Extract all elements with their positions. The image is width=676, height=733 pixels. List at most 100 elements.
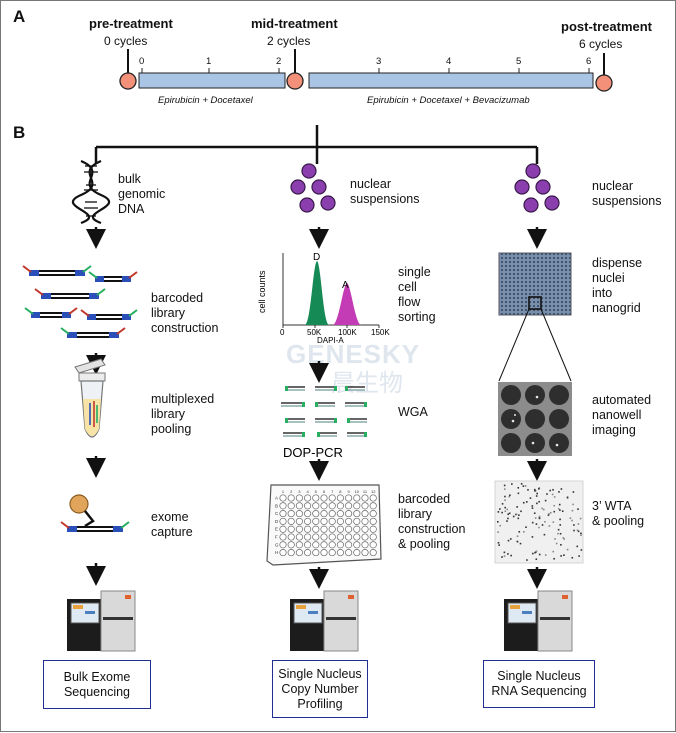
plate-well	[345, 510, 353, 518]
wta-dot	[516, 535, 519, 538]
wta-dot	[561, 510, 564, 513]
wta-dot	[553, 557, 555, 560]
plate-well	[304, 525, 312, 533]
col2-step-4: barcoded library construction & pooling	[398, 492, 466, 551]
wta-dot	[504, 506, 507, 509]
plate-well	[287, 494, 295, 502]
wta-dot	[509, 538, 512, 540]
peak-d	[305, 261, 329, 325]
plate-well	[287, 502, 295, 510]
plate-well	[336, 502, 344, 510]
plate-well	[312, 502, 320, 510]
regimen-2-bar	[308, 72, 594, 89]
wta-dot	[552, 488, 554, 491]
plate-well	[304, 549, 312, 557]
wta-dot	[527, 489, 529, 491]
wta-dot	[541, 507, 543, 510]
wta-dot	[536, 492, 539, 495]
wta-dot	[525, 526, 527, 529]
wta-dot	[515, 513, 518, 516]
plate-well	[328, 525, 336, 533]
plate-well	[312, 517, 320, 525]
plate-well	[320, 517, 328, 525]
wta-dot	[536, 502, 538, 505]
wta-dot	[553, 496, 556, 498]
wta-dot	[531, 505, 534, 507]
plate-well	[353, 525, 361, 533]
wta-scatter-image	[494, 480, 584, 564]
regimen-1-label: Epirubicin + Docetaxel	[158, 95, 253, 106]
wta-dot	[503, 551, 506, 554]
plate-well	[345, 525, 353, 533]
wta-dot	[553, 504, 556, 507]
wta-dot	[524, 485, 527, 487]
plate-well	[353, 541, 361, 549]
col2-step-1: nuclear suspensions	[350, 177, 420, 206]
plate-col-label: 4	[306, 489, 309, 494]
plate-well	[361, 502, 369, 510]
plate-well	[312, 525, 320, 533]
wta-dot	[562, 537, 565, 539]
plate-well	[345, 517, 353, 525]
plate-well	[312, 541, 320, 549]
wta-dot	[560, 488, 563, 490]
mid-treatment-title: mid-treatment	[251, 16, 338, 31]
plate-well	[295, 541, 303, 549]
plate-well	[328, 502, 336, 510]
wta-dot	[506, 520, 508, 522]
plate-well	[345, 541, 353, 549]
plate-well	[353, 549, 361, 557]
wta-dot	[538, 553, 541, 556]
plate-well	[328, 494, 336, 502]
wta-dot	[534, 517, 537, 519]
wta-dot	[523, 531, 525, 533]
col3-step-1: nuclear suspensions	[592, 179, 662, 208]
treatment-timeline	[119, 49, 613, 92]
plate-well	[304, 517, 312, 525]
wta-dot	[532, 552, 534, 555]
tick-3: 3	[376, 56, 382, 67]
wta-dot	[499, 508, 501, 510]
wta-dot	[541, 524, 544, 526]
plate-well	[287, 510, 295, 518]
wta-dot	[543, 533, 546, 536]
nuclei-icon-col2	[290, 163, 336, 213]
plate-well	[295, 533, 303, 541]
col3-step-2: dispense nuclei into nanogrid	[592, 256, 643, 315]
col3-step-3: automated nanowell imaging	[592, 393, 652, 437]
plate-well	[361, 517, 369, 525]
wta-dot	[569, 517, 572, 520]
wta-dot	[559, 509, 561, 511]
plate-well	[304, 533, 312, 541]
library-fragments-icon	[22, 265, 138, 338]
wta-dot	[518, 514, 520, 516]
wta-dot	[572, 491, 575, 493]
nanowell-image	[498, 382, 572, 456]
plate-well	[320, 541, 328, 549]
plate-well	[295, 549, 303, 557]
wta-dot	[535, 558, 538, 561]
exome-capture-icon	[60, 494, 130, 532]
wta-dot	[497, 541, 500, 544]
plate-row-label: F	[275, 535, 278, 540]
plate-well	[361, 525, 369, 533]
plate-well	[369, 541, 377, 549]
wta-dot	[507, 517, 509, 520]
pooling-tube-icon	[74, 358, 106, 438]
wta-dot	[580, 549, 583, 551]
wta-dot	[520, 483, 523, 485]
wta-dot	[544, 554, 547, 556]
wta-dot	[544, 499, 547, 502]
wta-dot	[508, 495, 511, 498]
wta-dot	[558, 503, 561, 506]
plate-well	[279, 525, 287, 533]
dop-pcr-label: DOP-PCR	[283, 445, 343, 460]
wta-dot	[557, 528, 560, 531]
flow-histogram	[282, 253, 380, 328]
plate-well	[320, 502, 328, 510]
plate-well	[320, 525, 328, 533]
panel-a-letter: A	[13, 7, 26, 26]
plate-well	[295, 525, 303, 533]
wta-dot	[501, 503, 504, 505]
